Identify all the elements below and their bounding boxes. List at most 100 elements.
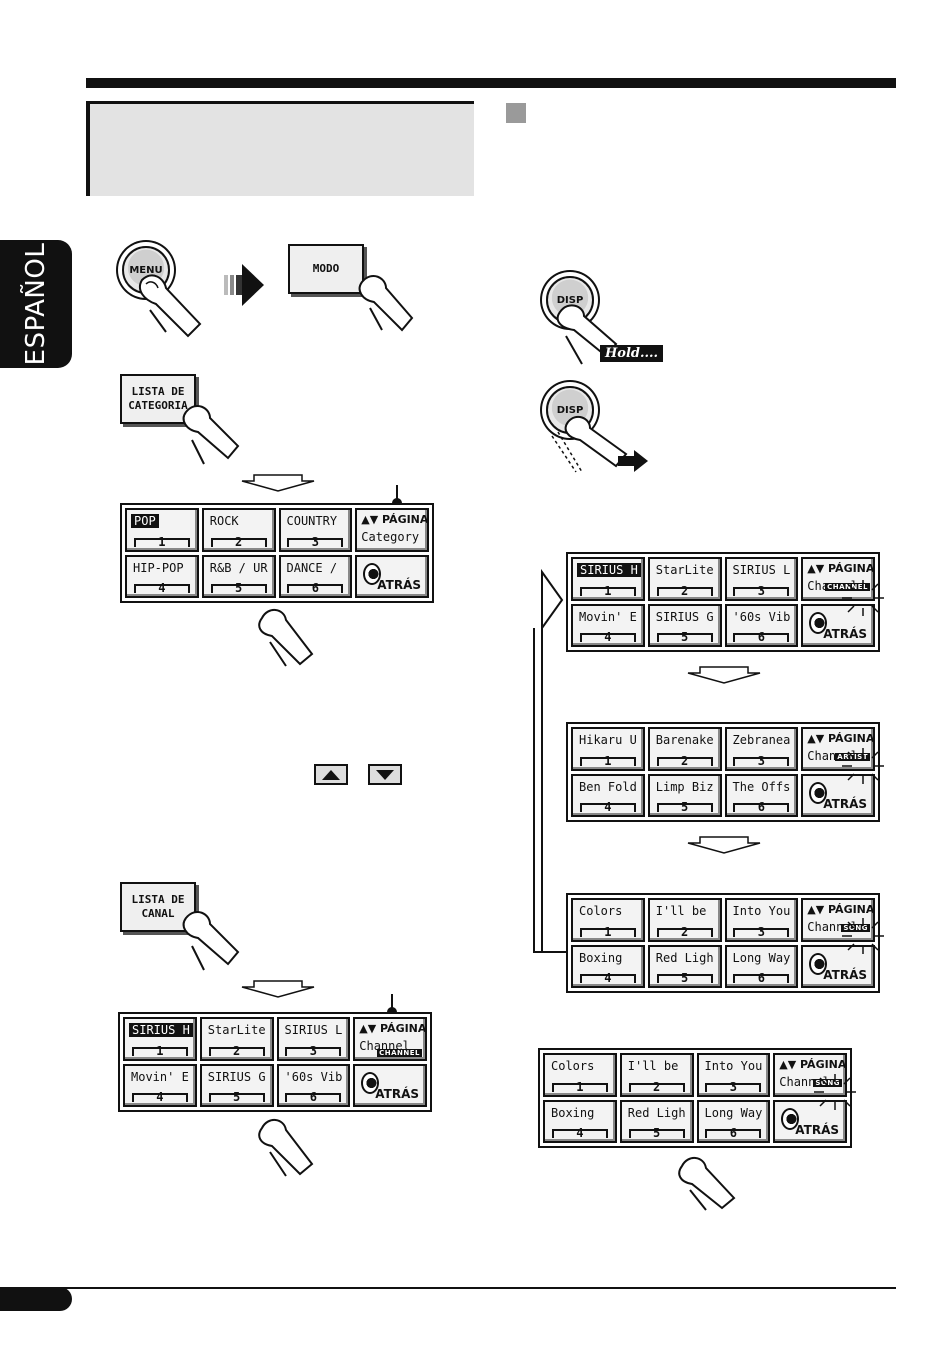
atras-button[interactable]: ATRÁS bbox=[355, 554, 429, 598]
channel-item-number: 5 bbox=[233, 1090, 241, 1104]
timer-icon bbox=[361, 1071, 380, 1094]
channel-item-number: 3 bbox=[757, 583, 765, 598]
pagina-button[interactable]: ▲▼ PÁGINA Category bbox=[355, 508, 429, 552]
category-item-label: R&B / UR bbox=[209, 560, 268, 575]
pagina-label: ▲▼ PÁGINA bbox=[359, 1022, 427, 1035]
channel-item-number: 4 bbox=[156, 1090, 164, 1104]
category-item-number: 2 bbox=[235, 534, 243, 549]
channel-item-4[interactable]: Movin' E 4 bbox=[123, 1063, 197, 1107]
mode-tag: SONG bbox=[841, 923, 870, 932]
artist-item-label: Ben Fold bbox=[579, 779, 637, 794]
song-item-number: 2 bbox=[653, 1079, 661, 1094]
channel-item-number: 1 bbox=[156, 1043, 164, 1058]
mode-tag: SONG bbox=[813, 1078, 842, 1087]
cycle-arrow-icon bbox=[533, 568, 566, 953]
song-item-number: 5 bbox=[653, 1126, 661, 1140]
channel-item-label: SIRIUS L bbox=[732, 563, 791, 577]
page-up-icon bbox=[314, 764, 348, 785]
song-item-number: 6 bbox=[729, 1126, 737, 1140]
artist-item-label: Hikaru U bbox=[579, 733, 637, 747]
category-item-6[interactable]: DANCE /6 bbox=[278, 554, 353, 598]
channel-item-number: 6 bbox=[757, 630, 765, 644]
timer-icon bbox=[809, 952, 828, 975]
channel-item-label: '60s Vib bbox=[732, 609, 791, 624]
song-item-label: Colors bbox=[579, 904, 623, 918]
pagina-text: PÁGINA bbox=[800, 1058, 847, 1071]
song-item-number: 4 bbox=[576, 1126, 584, 1140]
finger-press-icon bbox=[182, 910, 240, 971]
channel-item-number: 6 bbox=[309, 1090, 317, 1104]
channel-item-3[interactable]: SIRIUS L 3 bbox=[724, 557, 799, 601]
artist-item-1[interactable]: Hikaru U 1 bbox=[571, 727, 645, 771]
modo-button[interactable]: MODO bbox=[288, 244, 364, 294]
artist-item-label: Barenake bbox=[655, 733, 714, 747]
artist-item-number: 4 bbox=[604, 800, 612, 814]
channel-item-label: SIRIUS H bbox=[577, 563, 641, 577]
section-square-marker bbox=[506, 103, 526, 123]
lista-canal-button[interactable]: LISTA DE CANAL bbox=[120, 882, 196, 932]
artist-item-4[interactable]: Ben Fold 4 bbox=[571, 773, 645, 817]
atras-button[interactable]: ATRÁS bbox=[353, 1063, 427, 1107]
hold-label: Hold.... bbox=[600, 345, 664, 362]
finger-slide-icon bbox=[551, 415, 648, 473]
atras-label: ATRÁS bbox=[795, 1123, 839, 1137]
atras-label: ATRÁS bbox=[823, 627, 867, 641]
channel-item-6[interactable]: '60s Vib 6 bbox=[724, 603, 799, 647]
song-item-label: Long Way bbox=[704, 1105, 763, 1120]
atras-button[interactable]: ATRÁS bbox=[801, 603, 875, 647]
channel-item-label: '60s Vib bbox=[284, 1069, 343, 1084]
song-item-number: 2 bbox=[681, 924, 689, 939]
language-label: ESPAÑOL bbox=[21, 242, 51, 366]
channel-item-label: Movin' E bbox=[131, 1069, 189, 1084]
channel-item-6[interactable]: '60s Vib 6 bbox=[276, 1063, 351, 1107]
callout-line bbox=[391, 994, 393, 1012]
next-step-arrow-icon bbox=[224, 264, 264, 306]
category-item-number: 4 bbox=[158, 581, 166, 595]
category-item-label: COUNTRY bbox=[286, 514, 338, 528]
artist-item-number: 1 bbox=[604, 753, 612, 768]
song-item-number: 3 bbox=[729, 1079, 737, 1094]
disp-button-label: DISP bbox=[556, 404, 584, 416]
song-item-6[interactable]: Long Way 6 bbox=[696, 1099, 771, 1143]
disp-button-label: DISP bbox=[556, 294, 584, 306]
pagina-label: ▲▼ PÁGINA bbox=[361, 513, 429, 526]
channel-item-label: StarLite bbox=[655, 563, 714, 577]
language-side-tab: ESPAÑOL bbox=[0, 240, 72, 368]
list-mode-label: Category bbox=[361, 530, 420, 544]
atras-button[interactable]: ATRÁS bbox=[801, 944, 875, 988]
